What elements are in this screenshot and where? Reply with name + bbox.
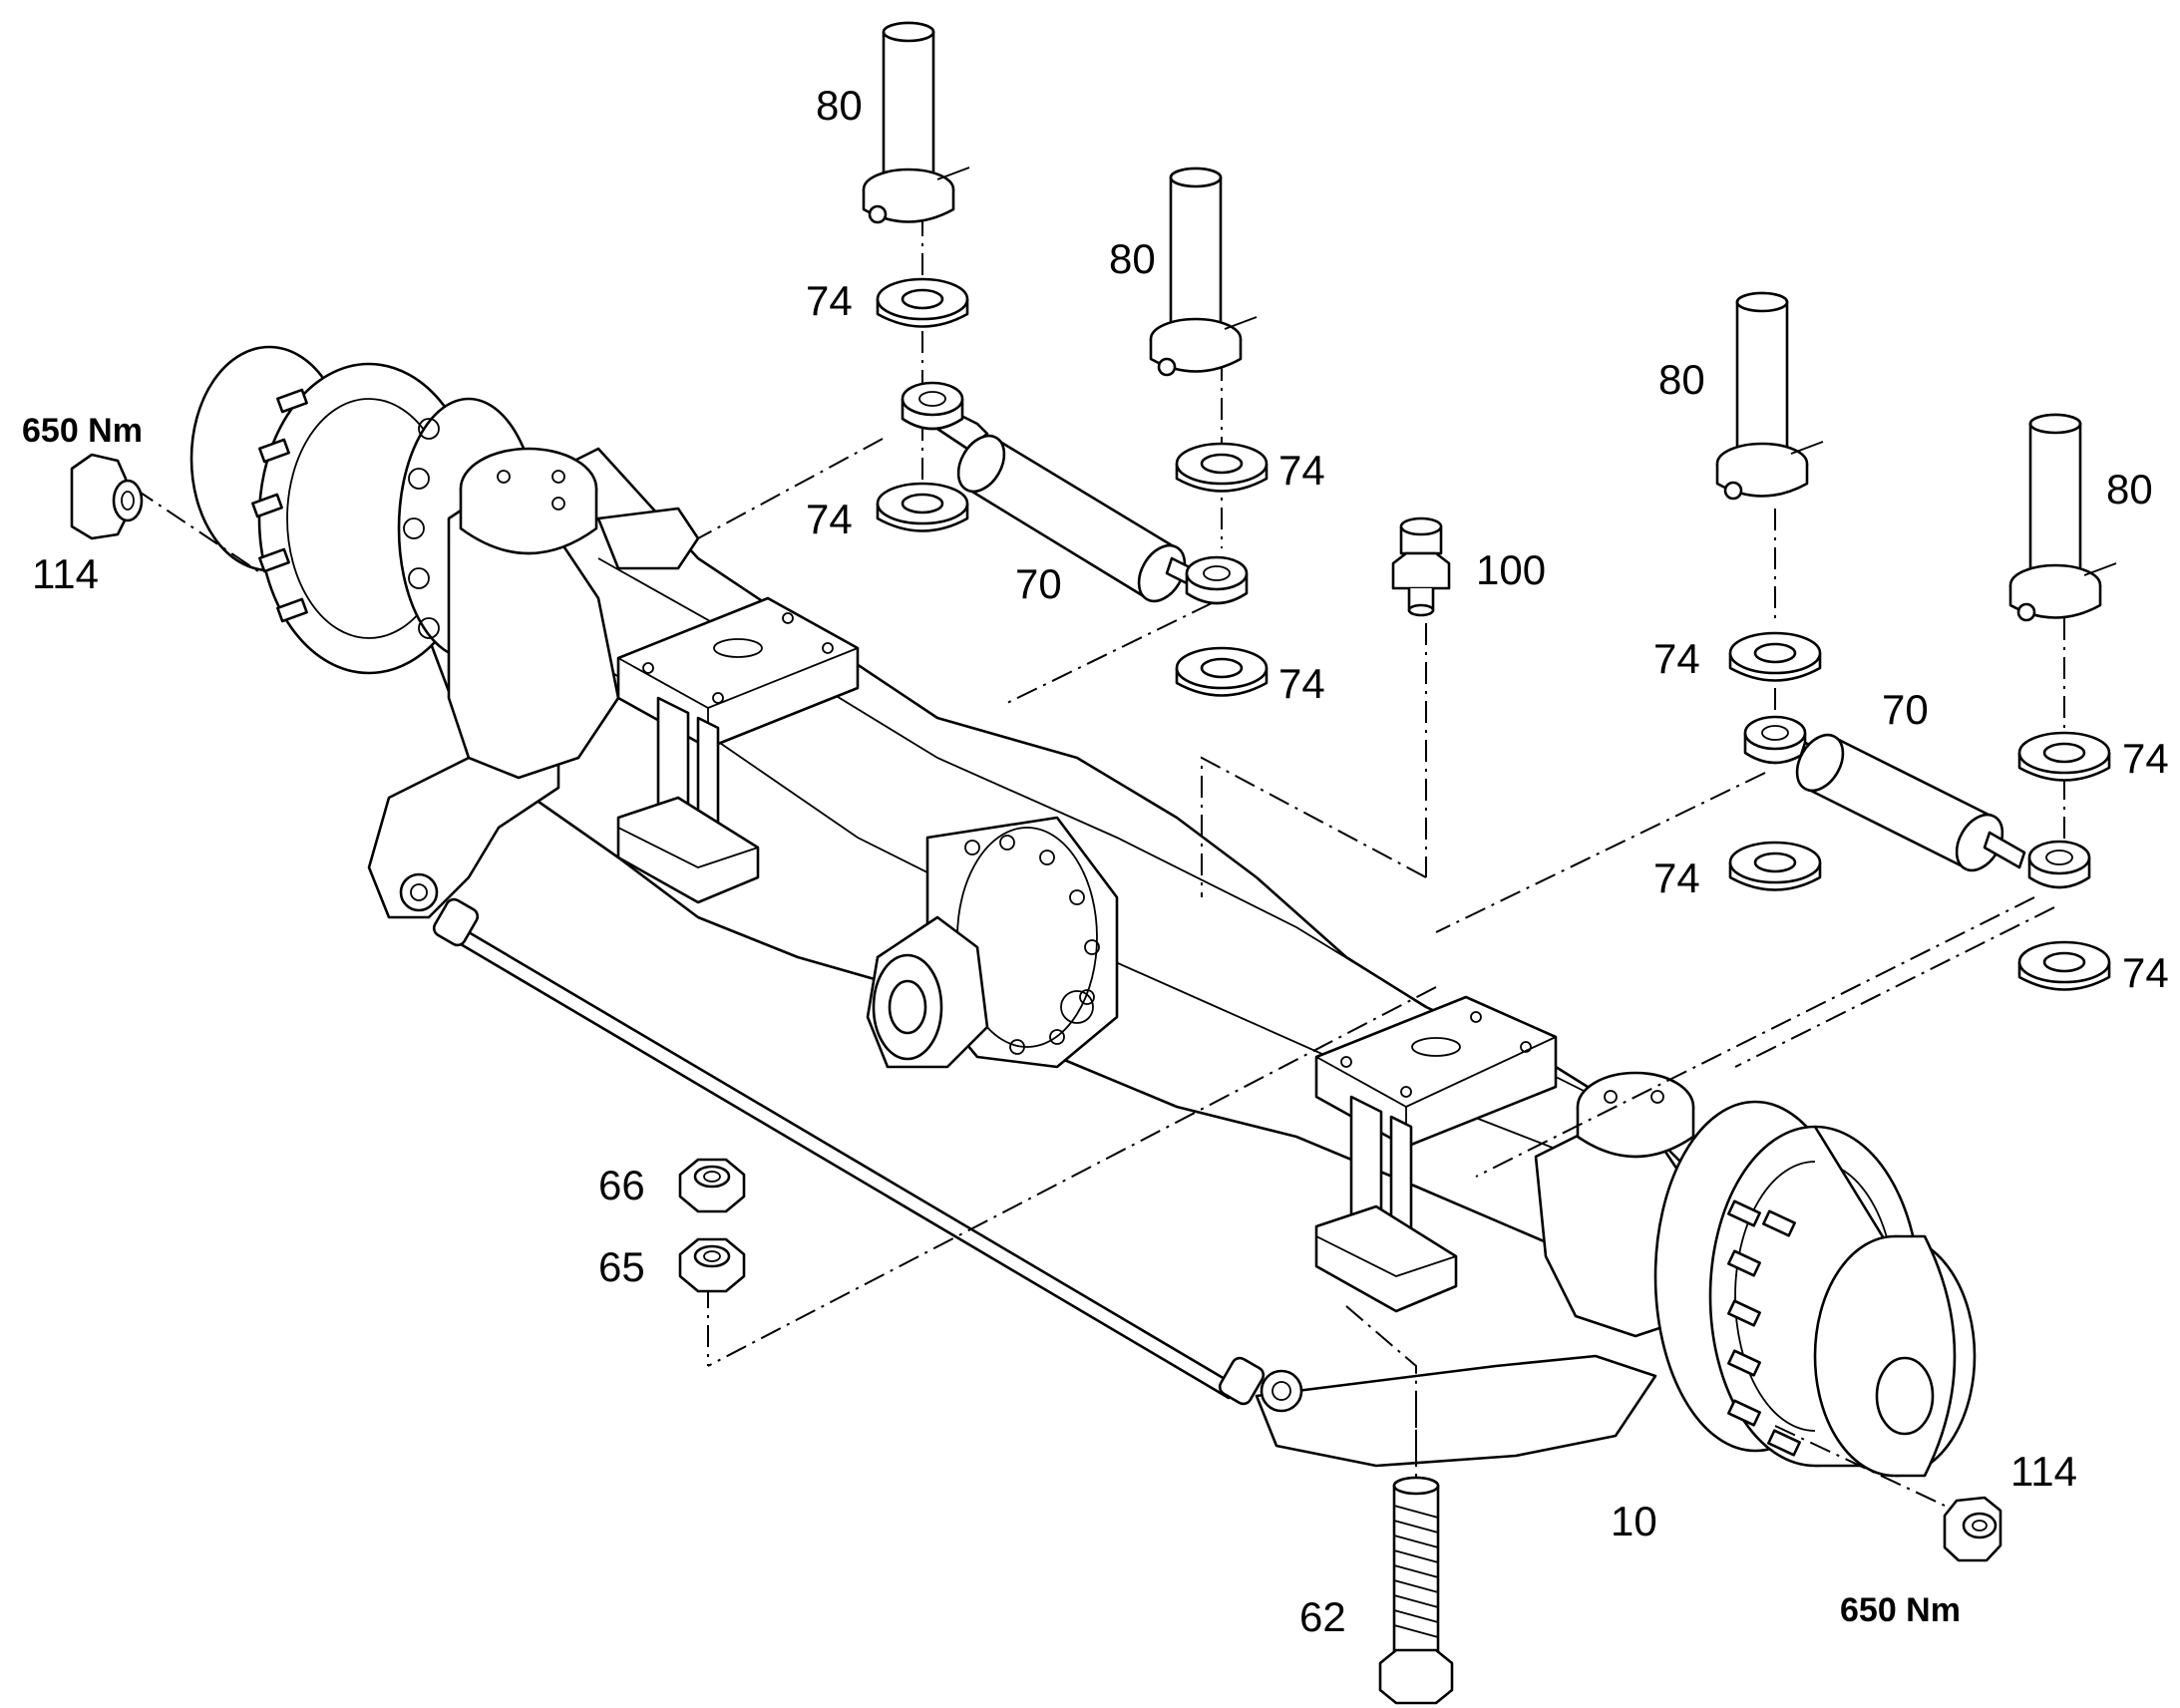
label-washer-74-f: 74 <box>1653 854 1700 901</box>
nut-part-65 <box>678 1237 746 1293</box>
label-pin-80-a: 80 <box>816 82 863 129</box>
left-steering-knuckle <box>447 447 700 780</box>
label-pin-80-b: 80 <box>1109 235 1156 282</box>
fitting-part-100 <box>1391 516 1451 617</box>
label-washer-74-d: 74 <box>1278 660 1325 707</box>
left-hub-studs <box>251 388 308 623</box>
label-washer-74-c: 74 <box>1278 447 1325 494</box>
washer-part-74-b <box>876 482 969 532</box>
cylinder-part-70-a <box>901 381 1249 605</box>
label-nut-65: 65 <box>598 1243 645 1290</box>
pin-part-80-d <box>2008 413 2117 622</box>
washer-part-74-g <box>2017 731 2111 782</box>
pin-part-80-c <box>1715 291 1824 501</box>
washer-part-74-d <box>1175 646 1269 697</box>
label-cylinder-70-b: 70 <box>1882 686 1929 733</box>
label-washer-74-g: 74 <box>2122 735 2169 782</box>
label-pin-80-d: 80 <box>2106 466 2153 512</box>
label-washer-74-a: 74 <box>806 277 853 324</box>
label-washer-74-b: 74 <box>806 496 853 542</box>
label-nut-114-right: 114 <box>2010 1448 2077 1495</box>
pin-part-80-a <box>862 21 970 224</box>
mount-bracket-right <box>1314 995 1558 1313</box>
nut-part-114-right <box>1943 1496 2002 1562</box>
tie-rod <box>399 872 1303 1413</box>
label-nut-114-left: 114 <box>32 550 99 597</box>
washer-part-74-a <box>876 277 969 328</box>
label-washer-74-h: 74 <box>2122 949 2169 996</box>
label-torque-right: 650 Nm <box>1840 1591 1961 1629</box>
label-fitting-100: 100 <box>1476 546 1546 593</box>
bolt-part-62 <box>1378 1476 1454 1705</box>
differential-carrier <box>866 816 1119 1069</box>
nut-part-114-left <box>70 453 144 540</box>
nut-part-66 <box>678 1158 746 1213</box>
pin-part-80-b <box>1149 167 1258 377</box>
washer-part-74-c <box>1175 442 1269 493</box>
cylinder-part-70-b <box>1743 715 2091 889</box>
right-wheel-hub <box>1653 1100 1977 1478</box>
mount-bracket-left <box>616 596 860 904</box>
assembly-center-lines <box>134 214 2065 1507</box>
label-torque-left: 650 Nm <box>22 412 143 450</box>
label-nut-66: 66 <box>598 1162 645 1208</box>
label-cylinder-70-a: 70 <box>1015 560 1062 607</box>
right-hub-studs <box>1727 1199 1801 1457</box>
label-washer-74-e: 74 <box>1653 635 1700 682</box>
washer-part-74-f <box>1728 841 1822 891</box>
left-wheel-hub <box>189 345 541 675</box>
label-pin-80-c: 80 <box>1658 356 1705 403</box>
washer-part-74-h <box>2017 940 2111 991</box>
washer-part-74-e <box>1728 631 1822 682</box>
label-bolt-62: 62 <box>1299 1593 1346 1640</box>
label-axle-10: 10 <box>1611 1498 1657 1544</box>
